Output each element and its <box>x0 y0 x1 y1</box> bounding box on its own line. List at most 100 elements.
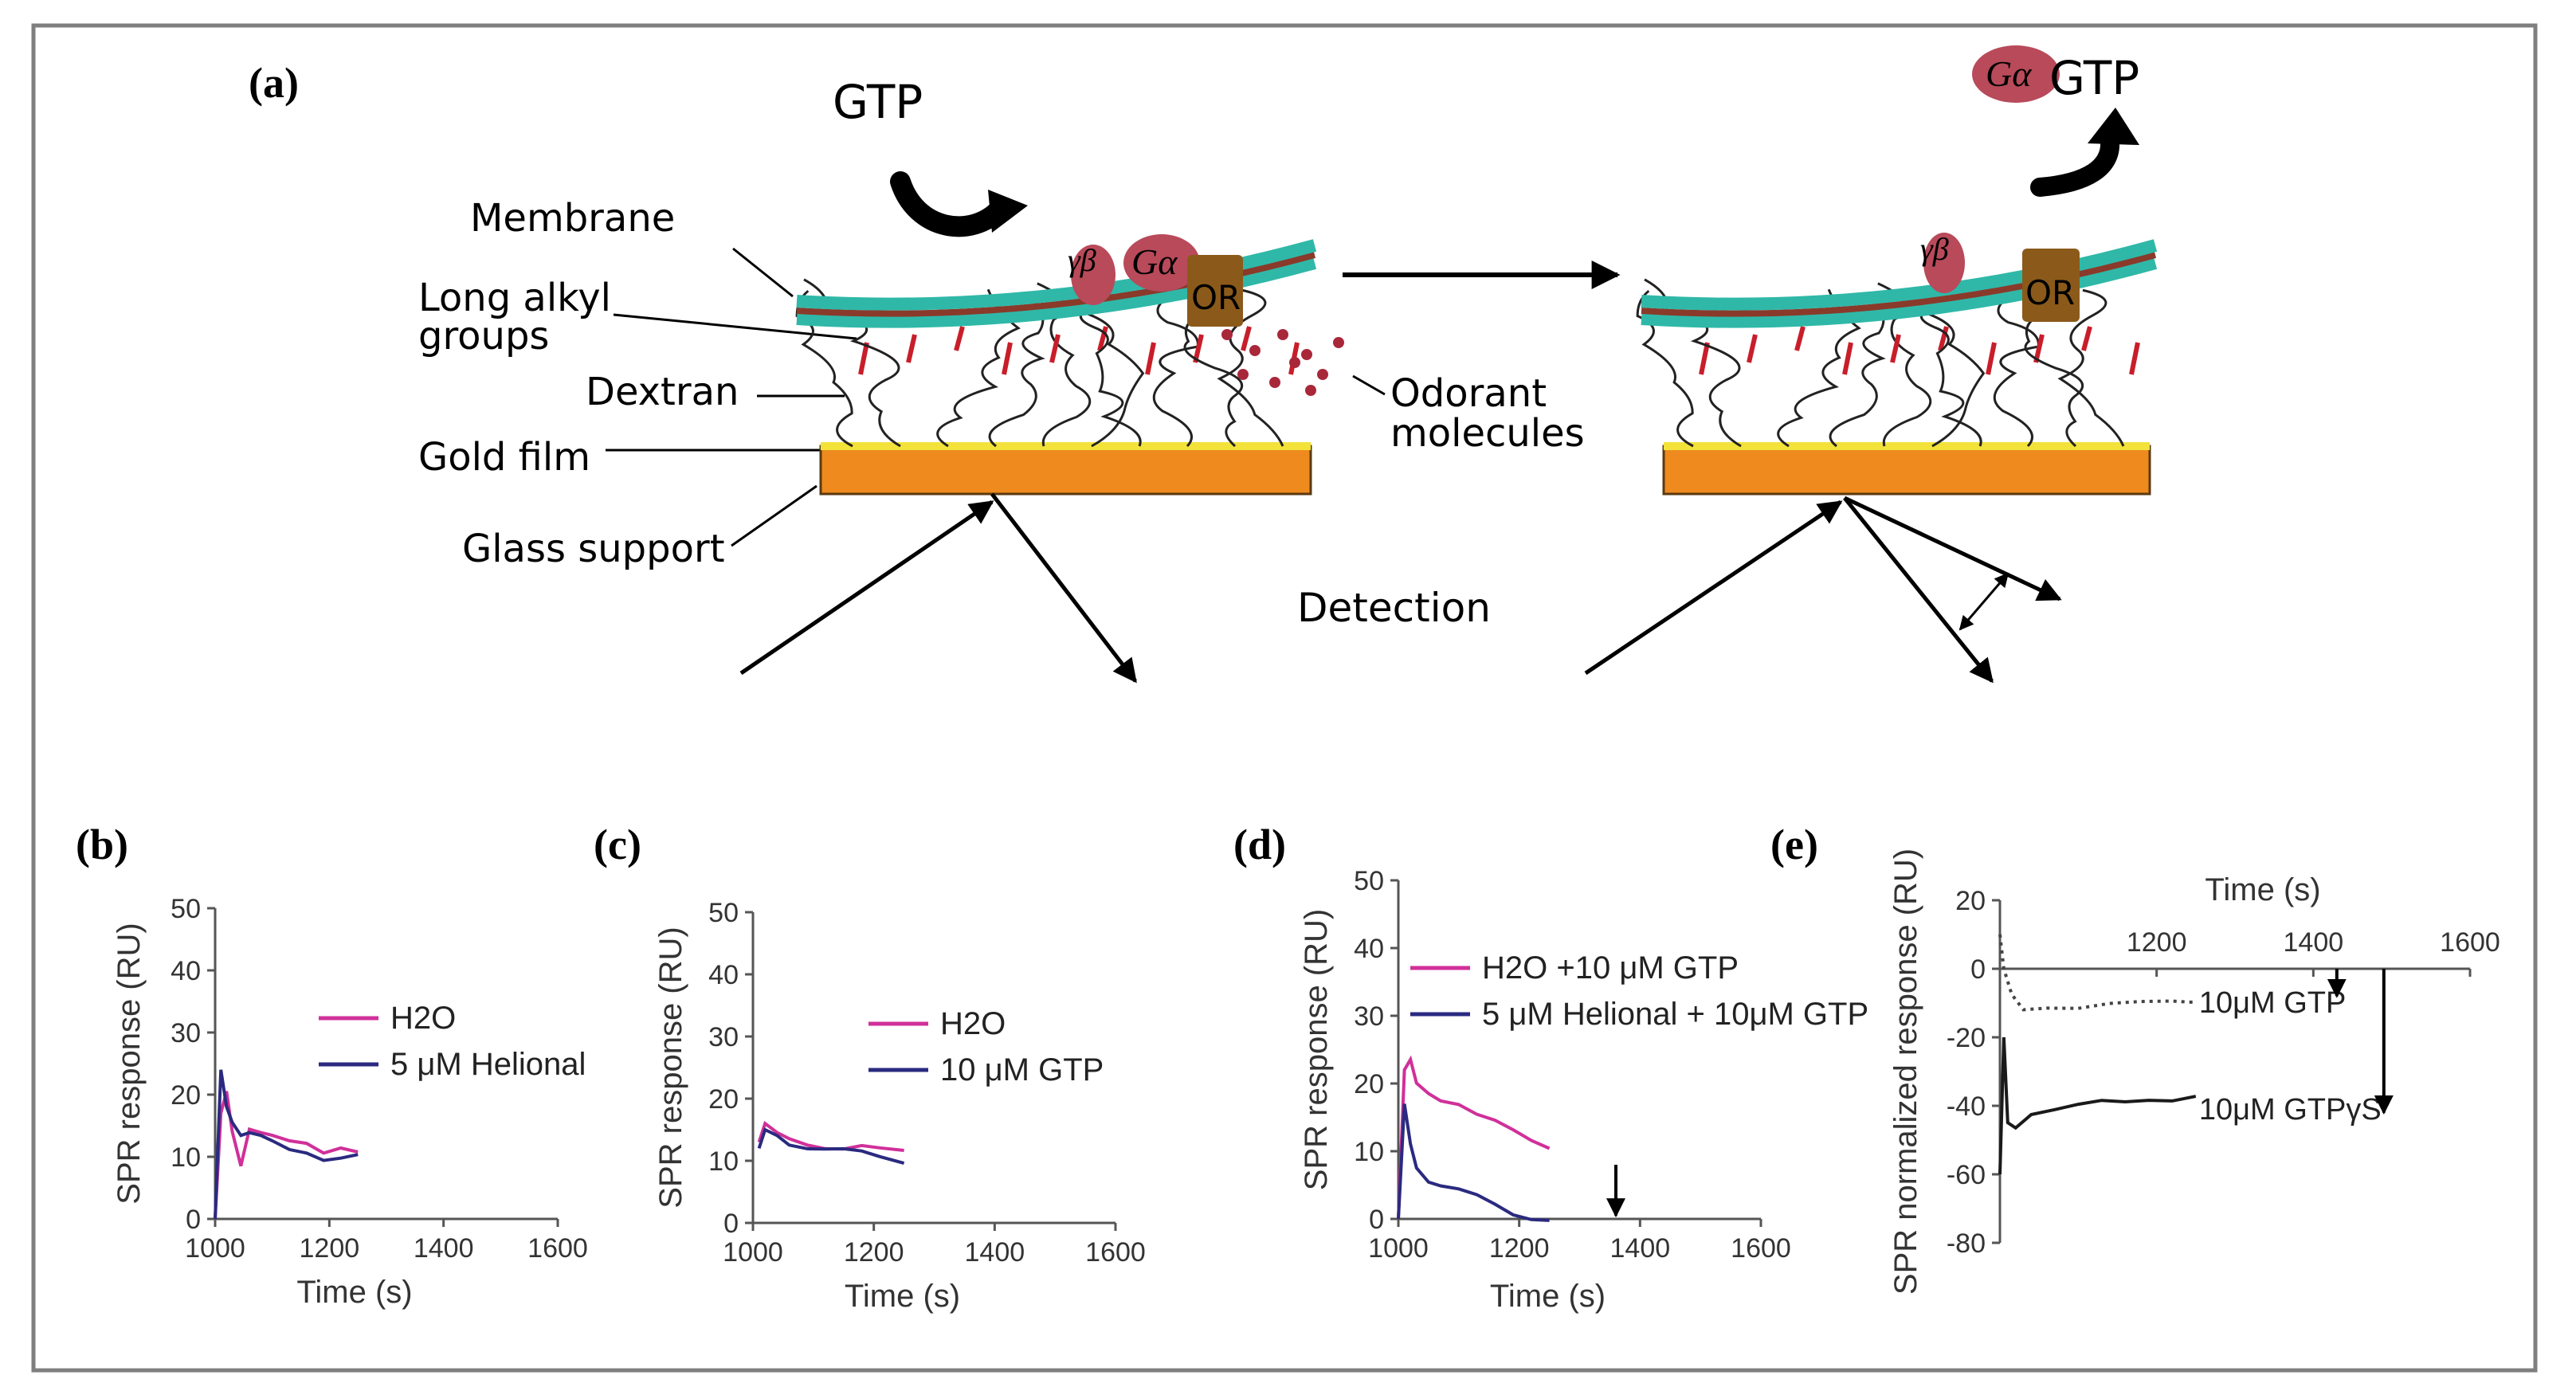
alkyl-group <box>1890 334 1901 363</box>
y-tick-label: 10 <box>1354 1137 1384 1167</box>
x-axis-label: Time (s) <box>296 1275 412 1310</box>
angle-shift-arrow <box>1958 572 2009 631</box>
left-or-label: OR <box>1191 278 1241 317</box>
membrane-leader <box>732 247 794 298</box>
x-tick-label: 1600 <box>2440 927 2500 958</box>
y-tick-label: 20 <box>1354 1069 1384 1099</box>
series-line <box>214 1069 359 1220</box>
release-curved-arrow <box>2030 132 2120 197</box>
odorant-molecule <box>1249 345 1261 356</box>
series-label: 10μM GTPγS <box>2199 1093 2382 1127</box>
y-tick-label: 50 <box>171 894 201 924</box>
right-gbeta-gamma <box>1923 233 1965 293</box>
panel-e-label: (e) <box>1770 821 1818 868</box>
odorant-label-1: Odorant <box>1390 371 1547 416</box>
alkyl-group <box>954 326 965 351</box>
legend-entry: H2O +10 μM GTP <box>1482 950 1739 986</box>
right-membrane-top <box>1641 239 2158 311</box>
right-membrane-core <box>1641 252 2157 317</box>
legend-entry: 10 μM GTP <box>940 1052 1104 1087</box>
alkyl-group <box>1699 342 1710 375</box>
x-tick-label: 1200 <box>1489 1233 1550 1264</box>
y-tick-label: -40 <box>1947 1091 1986 1122</box>
dextran-chain <box>1152 284 1199 448</box>
right-incident-beam <box>1584 500 1843 676</box>
alkyl-label-2: groups <box>418 314 549 359</box>
dextran-chain <box>2024 315 2084 448</box>
y-tick-label: 30 <box>1354 1001 1384 1032</box>
odorant-molecule <box>1301 349 1312 360</box>
gold-film-label: Gold film <box>418 435 590 480</box>
y-tick-label: -20 <box>1947 1023 1986 1053</box>
panel-a-label: (a) <box>249 59 299 107</box>
gtp-arrow-head <box>988 190 1028 233</box>
alkyl-group <box>1241 326 1252 351</box>
x-tick-label: 1400 <box>965 1237 1025 1268</box>
odorant-label-2: molecules <box>1390 411 1585 456</box>
panel-b-label: (b) <box>76 821 128 868</box>
dextran-chain <box>1636 289 1694 448</box>
dextran-chain <box>1777 288 1861 448</box>
y-tick-label: 10 <box>171 1142 201 1173</box>
x-tick-label: 1600 <box>527 1233 588 1264</box>
y-tick-label: 40 <box>171 956 201 986</box>
right-gold-film <box>1664 442 2150 450</box>
right-olfactory-receptor <box>2022 249 2080 322</box>
gtp-curved-arrow <box>890 171 1010 237</box>
legend-entry: 5 μM Helional <box>390 1047 586 1082</box>
odorant-molecule <box>1221 329 1233 340</box>
alkyl-group <box>1842 342 1853 375</box>
y-axis-label: SPR response (RU) <box>112 923 147 1204</box>
x-tick-label: 1000 <box>1368 1233 1429 1264</box>
dextran-chain <box>936 288 1021 448</box>
right-or-label: OR <box>2025 273 2075 312</box>
left-gbeta-gamma <box>1071 245 1115 305</box>
legend-entry: H2O <box>390 1001 456 1036</box>
y-tick-label: 50 <box>708 898 739 928</box>
x-tick-label: 1400 <box>2284 927 2344 958</box>
odorant-leader <box>1352 374 1386 396</box>
left-galpha-label: Gα <box>1131 241 1178 282</box>
left-gbeta-label: γβ <box>1068 242 1096 278</box>
y-tick-label: 0 <box>1970 954 1986 985</box>
x-axis-label: Time (s) <box>1490 1279 1606 1314</box>
alkyl-group <box>1938 326 1949 351</box>
series-line <box>1397 1103 1550 1222</box>
x-tick-label: 1400 <box>1610 1233 1671 1264</box>
alkyl-group <box>2033 334 2045 363</box>
odorant-molecule <box>1277 329 1288 340</box>
y-tick-label: 30 <box>708 1022 739 1052</box>
alkyl-group <box>906 334 917 363</box>
series-line <box>1397 1055 1551 1220</box>
released-galpha-label: Gα <box>1986 53 2032 94</box>
series-line <box>757 1120 904 1152</box>
y-tick-label: 50 <box>1354 866 1384 896</box>
x-axis-label: Time (s) <box>2205 872 2320 907</box>
alkyl-group <box>1986 342 1997 375</box>
left-incident-beam <box>739 500 994 676</box>
alkyl-group <box>858 342 869 375</box>
x-tick-label: 1000 <box>185 1233 245 1264</box>
glass-support-label: Glass support <box>462 527 725 571</box>
legend-entry: H2O <box>940 1006 1006 1041</box>
dextran-chain <box>988 297 1045 448</box>
y-tick-label: 30 <box>171 1018 201 1048</box>
alkyl-group <box>1002 342 1013 375</box>
x-tick-label: 1200 <box>2127 927 2187 958</box>
y-axis-label: SPR normalized response (RU) <box>1888 848 1923 1295</box>
figure-frame <box>31 23 2538 1373</box>
release-arrow-head <box>2088 108 2139 145</box>
alkyl-leader <box>613 313 857 340</box>
x-axis-label: Time (s) <box>845 1279 960 1314</box>
dextran-chain <box>1079 298 1142 447</box>
x-tick-label: 1600 <box>1731 1233 1791 1264</box>
left-gold-film <box>821 442 1311 450</box>
panel-d-label: (d) <box>1233 821 1286 868</box>
panel-c-label: (c) <box>594 821 641 868</box>
y-tick-label: -80 <box>1947 1228 1986 1259</box>
